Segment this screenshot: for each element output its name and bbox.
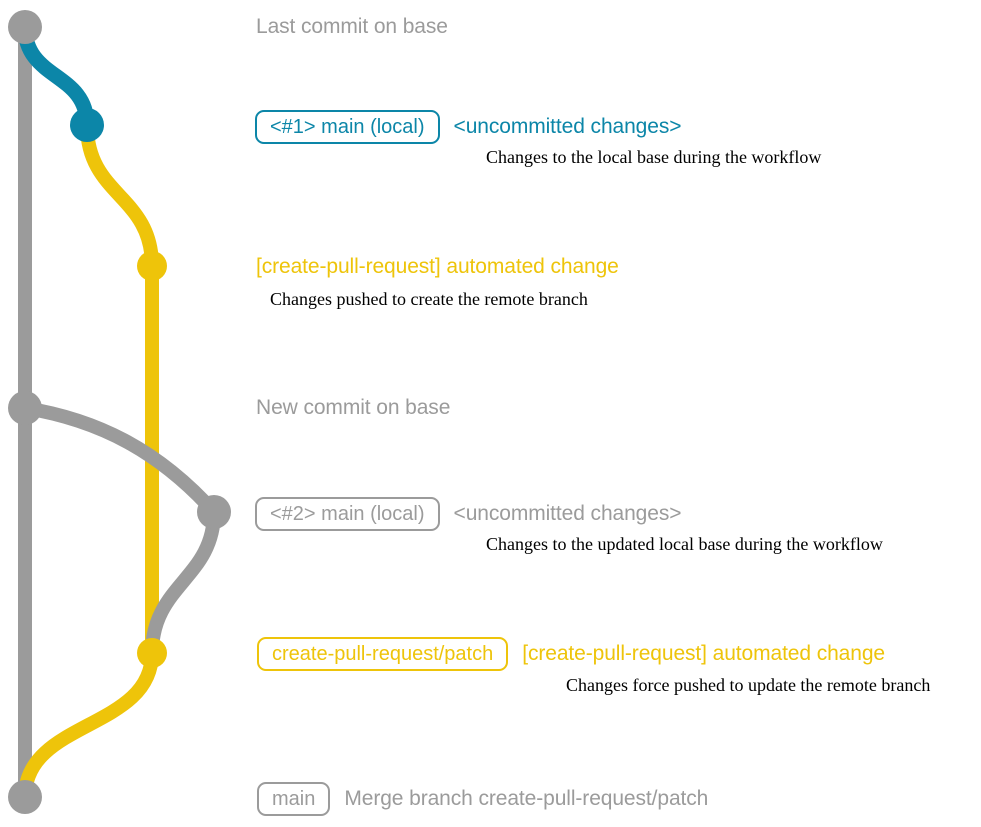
commit-message: <uncommitted changes> (453, 502, 682, 525)
ref-tag-create-pull-request-patch[interactable]: create-pull-request/patch (257, 637, 509, 671)
commit-row-local-2: <#2> main (local) <uncommitted changes> (255, 496, 682, 532)
commit-row-patch-1: [create-pull-request] automated change (256, 255, 619, 279)
commit-description-patch-1: Changes pushed to create the remote bran… (270, 289, 588, 309)
commit-row-patch-2: create-pull-request/patch [create-pull-r… (257, 636, 885, 672)
edge-local2-to-patch2 (145, 505, 221, 660)
commit-message: [create-pull-request] automated change (256, 255, 619, 278)
edge-patch2-to-base3 (18, 646, 159, 804)
graph-nodes (8, 10, 231, 814)
ref-tag-main-local-2[interactable]: <#2> main (local) (255, 497, 440, 531)
commit-node-local-2 (197, 495, 231, 529)
commit-row-last-base: Last commit on base (256, 15, 448, 39)
commit-node-patch-1 (137, 251, 167, 281)
commit-row-local-1: <#1> main (local) <uncommitted changes> (255, 109, 682, 145)
ref-tag-main-local-1[interactable]: <#1> main (local) (255, 110, 440, 144)
commit-description-patch-2: Changes force pushed to update the remot… (566, 675, 931, 695)
commit-message: New commit on base (256, 396, 451, 419)
commit-node-base-2 (8, 391, 42, 425)
commit-message: <uncommitted changes> (453, 115, 682, 138)
commit-description-local-1: Changes to the local base during the wor… (486, 147, 822, 167)
commit-message: Merge branch create-pull-request/patch (344, 787, 709, 810)
commit-node-local-1 (70, 108, 104, 142)
commit-node-patch-2 (137, 638, 167, 668)
edge-local1-to-patch1 (80, 118, 159, 273)
commit-row-merge: main Merge branch create-pull-request/pa… (257, 781, 708, 817)
commit-node-base-1 (8, 10, 42, 44)
commit-node-base-3 (8, 780, 42, 814)
ref-tag-main[interactable]: main (257, 782, 331, 816)
commit-message: Last commit on base (256, 15, 448, 38)
edge-base2-to-local2 (18, 401, 221, 519)
commit-row-new-base: New commit on base (256, 396, 450, 420)
commit-message: [create-pull-request] automated change (522, 642, 885, 665)
commit-description-local-2: Changes to the updated local base during… (486, 534, 883, 554)
